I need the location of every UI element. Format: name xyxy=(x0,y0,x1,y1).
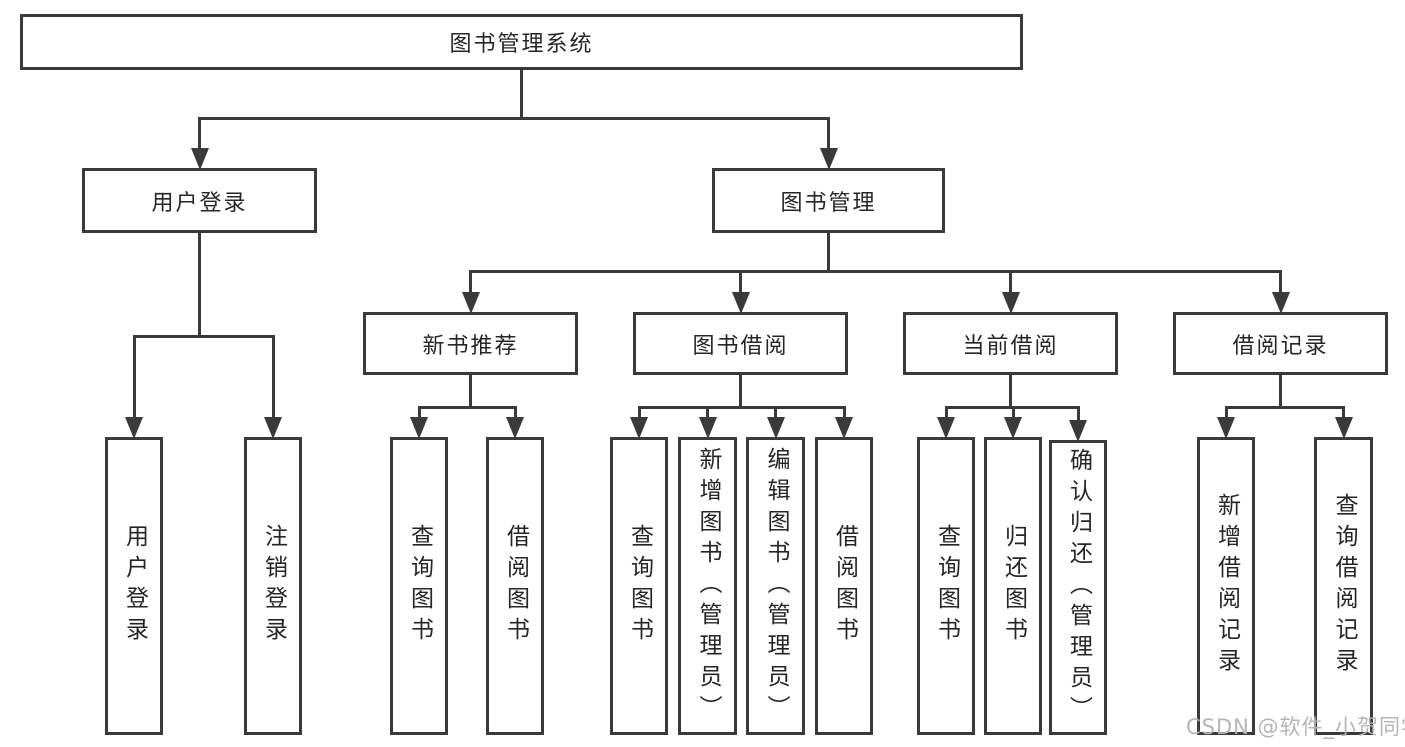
node-book-mgmt: 图书管理 xyxy=(712,168,945,233)
node-label: 编辑图书（管理员） xyxy=(763,446,789,726)
arrowhead-down-icon xyxy=(410,417,428,439)
connector-stem xyxy=(469,375,472,407)
node-leaf-borrow-book-2: 借阅图书 xyxy=(815,437,873,735)
connector-branch xyxy=(417,407,421,421)
connector-branch xyxy=(1076,407,1080,424)
arrowhead-down-icon xyxy=(461,292,480,314)
connector-branch xyxy=(132,336,136,421)
node-leaf-query-book-3: 查询图书 xyxy=(917,437,975,735)
connector-branch xyxy=(1279,271,1282,296)
node-label: 图书管理 xyxy=(780,190,877,216)
arrowhead-down-icon xyxy=(506,417,524,439)
node-borrow-records: 借阅记录 xyxy=(1173,312,1388,375)
node-label: 借阅图书 xyxy=(502,524,529,648)
arrowhead-down-icon xyxy=(835,417,853,439)
connector-branch xyxy=(842,407,846,421)
connector-branch xyxy=(1009,271,1012,296)
connector-stem xyxy=(827,233,830,271)
node-label: 借阅记录 xyxy=(1232,333,1329,359)
node-new-book-rec: 新书推荐 xyxy=(363,312,578,375)
node-label: 注销登录 xyxy=(260,524,287,648)
node-leaf-query-book-2: 查询图书 xyxy=(610,437,668,735)
connector-stem xyxy=(1009,375,1012,407)
node-label: 查询图书 xyxy=(406,524,433,648)
node-label: 确认归还（管理员） xyxy=(1065,448,1092,727)
connector-stem xyxy=(520,70,523,118)
connector-branch xyxy=(271,336,275,421)
node-leaf-confirm-return: 确认归还（管理员） xyxy=(1049,440,1107,735)
arrowhead-down-icon xyxy=(125,417,143,439)
node-label: 用户登录 xyxy=(121,524,148,648)
node-user-login: 用户登录 xyxy=(82,168,317,233)
connector-branch xyxy=(513,407,517,421)
node-label: 图书借阅 xyxy=(692,333,789,359)
node-label: 借阅图书 xyxy=(831,524,858,648)
arrowhead-down-icon xyxy=(190,148,209,170)
arrowhead-down-icon xyxy=(937,417,955,439)
node-leaf-return-book: 归还图书 xyxy=(984,437,1042,735)
node-leaf-edit-book: 编辑图书（管理员） xyxy=(746,437,805,735)
connector-branch xyxy=(774,407,777,421)
node-leaf-logout: 注销登录 xyxy=(244,437,302,735)
node-leaf-user-login: 用户登录 xyxy=(105,437,163,735)
arrowhead-down-icon xyxy=(766,417,785,439)
connector-stem xyxy=(739,375,742,407)
node-root: 图书管理系统 xyxy=(20,14,1023,70)
node-label: 查询图书 xyxy=(626,524,653,648)
node-leaf-query-borrow-record: 查询借阅记录 xyxy=(1314,437,1373,735)
arrowhead-down-icon xyxy=(819,148,838,170)
node-current-borrow: 当前借阅 xyxy=(903,312,1118,375)
connector-branch xyxy=(706,407,709,421)
arrowhead-down-icon xyxy=(630,417,648,439)
arrowhead-down-icon xyxy=(1271,292,1290,314)
arrowhead-down-icon xyxy=(1004,417,1022,439)
connector-bar xyxy=(637,405,846,409)
node-label: 新增图书（管理员） xyxy=(695,446,721,726)
node-leaf-borrow-book-1: 借阅图书 xyxy=(486,437,544,735)
node-label: 查询借阅记录 xyxy=(1331,493,1357,679)
arrowhead-down-icon xyxy=(1217,417,1235,439)
arrowhead-down-icon xyxy=(1001,292,1020,314)
connector-bar xyxy=(469,269,1282,273)
arrowhead-down-icon xyxy=(698,417,717,439)
arrowhead-down-icon xyxy=(1069,420,1087,442)
node-leaf-add-borrow-record: 新增借阅记录 xyxy=(1197,437,1255,735)
connector-branch xyxy=(739,271,742,296)
watermark-text: CSDN @软件_小贺同学 xyxy=(1186,715,1405,739)
node-label: 用户登录 xyxy=(151,190,248,216)
arrowhead-down-icon xyxy=(1334,417,1353,439)
node-book-borrow: 图书借阅 xyxy=(633,312,848,375)
connector-bar xyxy=(198,116,830,120)
connector-branch xyxy=(827,118,830,152)
node-label: 当前借阅 xyxy=(962,333,1059,359)
connector-bar xyxy=(417,405,517,409)
connector-bar xyxy=(132,334,275,338)
node-label: 新书推荐 xyxy=(422,333,519,359)
connector-branch xyxy=(637,407,641,421)
node-label: 图书管理系统 xyxy=(449,32,594,57)
node-label: 新增借阅记录 xyxy=(1213,493,1240,679)
node-leaf-add-book: 新增图书（管理员） xyxy=(678,437,737,735)
connector-branch xyxy=(1342,407,1345,421)
node-leaf-query-book-1: 查询图书 xyxy=(390,437,448,735)
arrowhead-down-icon xyxy=(731,292,750,314)
connector-branch xyxy=(469,271,472,296)
arrowhead-down-icon xyxy=(264,417,282,439)
node-label: 查询图书 xyxy=(933,524,960,648)
connector-bar xyxy=(1224,405,1345,409)
connector-branch xyxy=(944,407,948,421)
connector-branch xyxy=(1224,407,1228,421)
connector-branch xyxy=(1011,407,1015,421)
connector-branch xyxy=(198,118,201,152)
connector-stem xyxy=(198,233,201,336)
node-label: 归还图书 xyxy=(1000,524,1027,648)
connector-stem xyxy=(1279,375,1282,407)
